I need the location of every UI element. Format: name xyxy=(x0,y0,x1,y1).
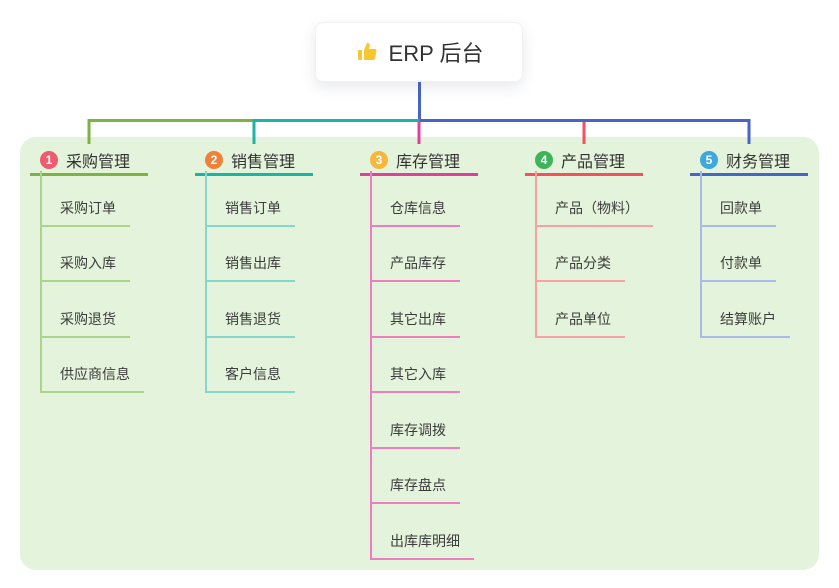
child-node-sales-1[interactable]: 销售订单 xyxy=(207,171,295,227)
branch-title-purchase[interactable]: 1 采购管理 xyxy=(30,146,148,176)
child-node-sales-4[interactable]: 客户信息 xyxy=(207,338,295,393)
child-node-inventory-1[interactable]: 仓库信息 xyxy=(372,171,460,227)
branch-purchase: 1 采购管理采购订单采购入库采购退货供应商信息 xyxy=(30,146,180,393)
child-node-inventory-3[interactable]: 其它出库 xyxy=(372,282,460,338)
root-label: ERP 后台 xyxy=(388,41,484,66)
branches-panel xyxy=(20,137,819,570)
branch-label: 销售管理 xyxy=(231,153,296,171)
child-node-inventory-2[interactable]: 产品库存 xyxy=(372,227,460,282)
child-node-inventory-7[interactable]: 出库库明细 xyxy=(372,504,474,560)
branch-badge-sales: 2 xyxy=(205,150,223,169)
child-node-finance-2[interactable]: 付款单 xyxy=(702,227,776,282)
branch-title-inventory[interactable]: 3 库存管理 xyxy=(360,146,478,176)
child-node-purchase-3[interactable]: 采购退货 xyxy=(42,282,130,338)
branch-finance: 5 财务管理回款单付款单结算账户 xyxy=(690,146,839,338)
branch-badge-inventory: 3 xyxy=(370,150,388,169)
branch-title-product[interactable]: 4 产品管理 xyxy=(525,146,643,176)
child-node-inventory-5[interactable]: 库存调拨 xyxy=(372,393,460,449)
child-node-purchase-2[interactable]: 采购入库 xyxy=(42,227,130,282)
child-node-finance-1[interactable]: 回款单 xyxy=(702,171,776,227)
child-node-purchase-1[interactable]: 采购订单 xyxy=(42,171,130,227)
branch-children-purchase: 采购订单采购入库采购退货供应商信息 xyxy=(40,171,144,393)
branch-label: 产品管理 xyxy=(561,153,626,171)
branch-inventory: 3 库存管理仓库信息产品库存其它出库其它入库库存调拨库存盘点出库库明细 xyxy=(360,146,510,560)
branch-title-sales[interactable]: 2 销售管理 xyxy=(195,146,313,176)
child-node-inventory-4[interactable]: 其它入库 xyxy=(372,338,460,393)
branch-children-sales: 销售订单销售出库销售退货客户信息 xyxy=(205,171,295,393)
branch-children-product: 产品（物料）产品分类产品单位 xyxy=(535,171,653,338)
child-node-sales-2[interactable]: 销售出库 xyxy=(207,227,295,282)
child-node-inventory-6[interactable]: 库存盘点 xyxy=(372,449,460,504)
branch-badge-finance: 5 xyxy=(700,150,718,169)
child-node-purchase-4[interactable]: 供应商信息 xyxy=(42,338,144,393)
branch-children-finance: 回款单付款单结算账户 xyxy=(700,171,790,338)
branch-sales: 2 销售管理销售订单销售出库销售退货客户信息 xyxy=(195,146,345,393)
branch-product: 4 产品管理产品（物料）产品分类产品单位 xyxy=(525,146,675,338)
child-node-product-1[interactable]: 产品（物料） xyxy=(537,171,653,227)
branch-label: 采购管理 xyxy=(66,153,131,171)
branch-children-inventory: 仓库信息产品库存其它出库其它入库库存调拨库存盘点出库库明细 xyxy=(370,171,474,560)
child-node-sales-3[interactable]: 销售退货 xyxy=(207,282,295,338)
branch-title-finance[interactable]: 5 财务管理 xyxy=(690,146,808,176)
branch-badge-product: 4 xyxy=(535,150,553,169)
branch-label: 库存管理 xyxy=(396,153,461,171)
thumbs-up-icon xyxy=(357,42,377,61)
branch-label: 财务管理 xyxy=(726,153,791,171)
child-node-finance-3[interactable]: 结算账户 xyxy=(702,282,790,338)
root-node[interactable]: ERP 后台 xyxy=(315,22,523,82)
branch-badge-purchase: 1 xyxy=(40,150,58,169)
child-node-product-3[interactable]: 产品单位 xyxy=(537,282,625,338)
child-node-product-2[interactable]: 产品分类 xyxy=(537,227,625,282)
